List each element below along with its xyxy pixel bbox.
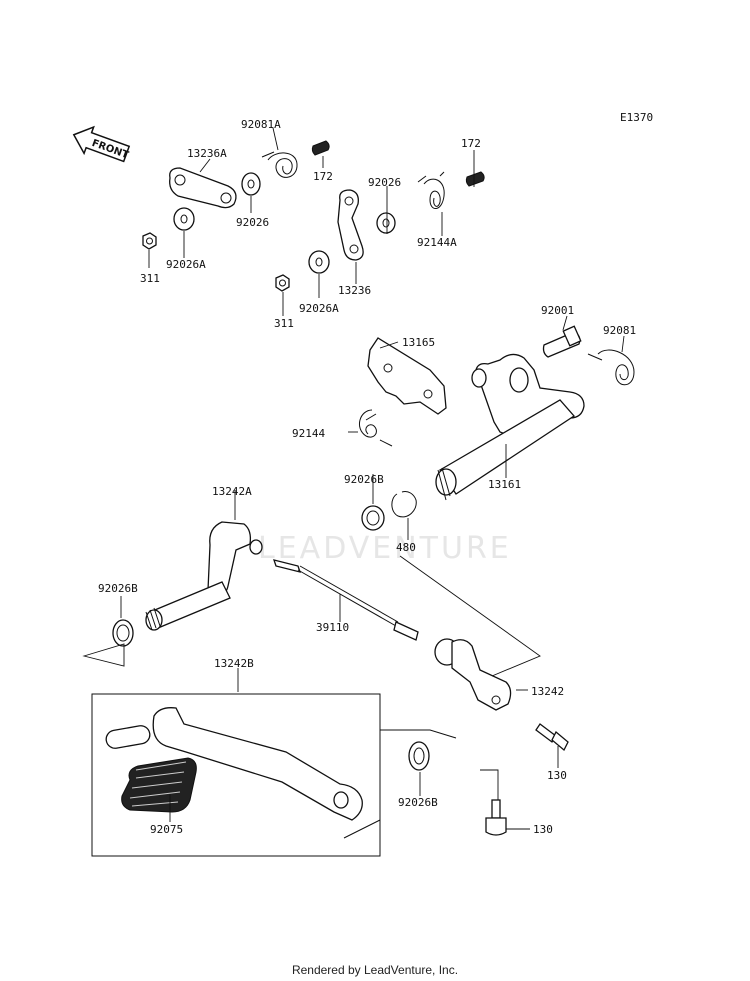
callout-92001[interactable]: 92001 [541, 304, 574, 317]
callout-13236[interactable]: 13236 [338, 284, 371, 297]
part-13236A-arm[interactable] [169, 167, 237, 209]
callout-92026B-mid[interactable]: 92026B [344, 473, 384, 486]
pin-172-right[interactable] [465, 171, 485, 187]
spring-92144[interactable] [358, 409, 393, 447]
callout-13242B[interactable]: 13242B [214, 657, 254, 670]
arm-13242[interactable] [434, 638, 512, 711]
spring-92144A[interactable] [417, 171, 445, 209]
bolt-130-lower[interactable] [485, 799, 507, 836]
callout-172-right[interactable]: 172 [461, 137, 481, 150]
circlip-480[interactable] [391, 491, 417, 518]
spring-92081[interactable] [587, 349, 635, 386]
nut-311-center[interactable] [275, 274, 290, 292]
nut-311-left[interactable] [142, 232, 157, 250]
pedal-13242B[interactable] [105, 707, 363, 821]
callout-13165[interactable]: 13165 [402, 336, 435, 349]
callout-13161[interactable]: 13161 [488, 478, 521, 491]
assembly-box-13242B [91, 693, 457, 857]
callout-92144[interactable]: 92144 [292, 427, 325, 440]
washer-92026-right[interactable] [376, 212, 396, 234]
callout-130-upper[interactable]: 130 [547, 769, 567, 782]
callout-92026A-center[interactable]: 92026A [299, 302, 339, 315]
washer-92026A-center[interactable] [308, 250, 330, 274]
callout-92026A-left[interactable]: 92026A [166, 258, 206, 271]
washer-92026B-left[interactable] [112, 619, 134, 647]
arm-13242A[interactable] [145, 521, 263, 631]
guide-lines [82, 555, 541, 800]
callout-labels: 92081A 172 13236A 92026 92026A 311 92026… [98, 118, 636, 836]
callout-92026B-left[interactable]: 92026B [98, 582, 138, 595]
bolt-130-upper[interactable] [535, 723, 569, 752]
front-arrow-icon: FRONT [72, 125, 131, 163]
callout-92026-right[interactable]: 92026 [368, 176, 401, 189]
washer-92026A-left[interactable] [173, 207, 195, 231]
callout-311-left[interactable]: 311 [140, 272, 160, 285]
plate-13165[interactable] [367, 337, 447, 415]
callout-130-lower[interactable]: 130 [533, 823, 553, 836]
rod-39110[interactable] [273, 559, 419, 641]
leader-lines [120, 127, 625, 830]
callout-92026-left[interactable]: 92026 [236, 216, 269, 229]
callout-92075[interactable]: 92075 [150, 823, 183, 836]
callout-13242[interactable]: 13242 [531, 685, 564, 698]
callout-92081[interactable]: 92081 [603, 324, 636, 337]
callout-172-left[interactable]: 172 [313, 170, 333, 183]
washer-92026B-mid[interactable] [361, 505, 385, 531]
spring-92081A[interactable] [261, 151, 298, 178]
footer-credit: Rendered by LeadVenture, Inc. [291, 963, 459, 977]
callout-39110[interactable]: 39110 [316, 621, 349, 634]
bolt-92001[interactable] [542, 325, 582, 358]
pin-172-left[interactable] [311, 140, 330, 156]
part-13236-arm[interactable] [337, 189, 364, 261]
callout-13242A[interactable]: 13242A [212, 485, 252, 498]
watermark: LEADVENTURE [258, 531, 512, 566]
callout-13236A[interactable]: 13236A [187, 147, 227, 160]
callout-92081A[interactable]: 92081A [241, 118, 281, 131]
washer-92026B-lower[interactable] [408, 741, 430, 771]
diagram-code: E1370 [620, 111, 653, 124]
shaft-13161[interactable] [435, 353, 585, 501]
callout-92026B-lower[interactable]: 92026B [398, 796, 438, 809]
rubber-92075[interactable] [121, 757, 197, 813]
washer-92026-left[interactable] [241, 172, 261, 196]
callout-311-center[interactable]: 311 [274, 317, 294, 330]
callout-480[interactable]: 480 [396, 541, 416, 554]
callout-92144A[interactable]: 92144A [417, 236, 457, 249]
